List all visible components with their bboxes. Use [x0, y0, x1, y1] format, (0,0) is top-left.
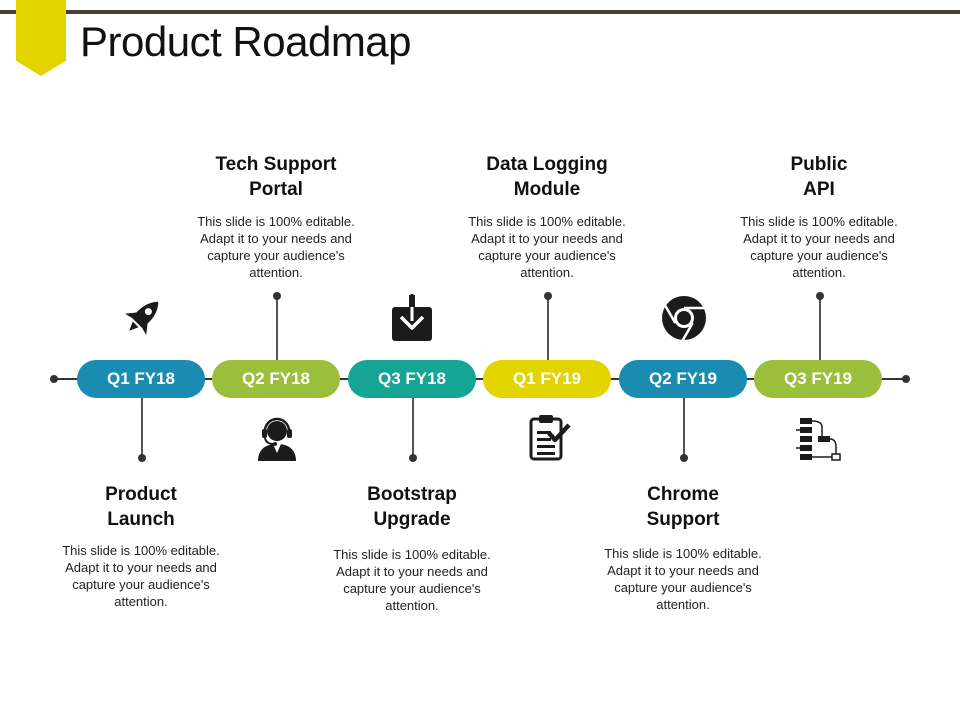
timeline-end-dot [902, 375, 910, 383]
connector-dot [544, 292, 552, 300]
connector-line [141, 398, 143, 458]
quarter-pill-q3-fy19: Q3 FY19 [754, 360, 882, 398]
download-tray-icon [387, 293, 437, 343]
milestone-description: This slide is 100% editable. Adapt it to… [62, 543, 220, 609]
milestone-heading-tech-support-portal: Tech Support Portal [215, 154, 337, 200]
milestone-heading-chrome-support: Chrome Support [646, 484, 720, 530]
milestone-description: This slide is 100% editable. Adapt it to… [197, 214, 355, 280]
milestone-heading-data-logging-module: Data Logging Module [486, 154, 608, 200]
connector-dot [680, 454, 688, 462]
quarter-pill-q2-fy19: Q2 FY19 [619, 360, 747, 398]
connector-line [412, 398, 414, 458]
milestone-heading-product-launch: Product Launch [105, 484, 177, 530]
milestone-description: This slide is 100% editable. Adapt it to… [333, 547, 491, 613]
clipboard-check-icon [523, 413, 573, 463]
timeline-axis [54, 378, 906, 380]
milestone-heading-bootstrap-upgrade: Bootstrap Upgrade [367, 484, 457, 530]
milestone-heading-public-api: Public API [790, 154, 848, 200]
page-title: Product Roadmap [80, 18, 412, 65]
connector-line [547, 297, 549, 360]
api-flow-icon [794, 413, 844, 463]
rocket-icon [117, 293, 167, 343]
connector-line [276, 297, 278, 360]
top-accent-bar [0, 10, 960, 14]
milestone-description: This slide is 100% editable. Adapt it to… [604, 546, 762, 612]
chrome-icon [659, 293, 709, 343]
timeline-start-dot [50, 375, 58, 383]
connector-line [683, 398, 685, 458]
connector-dot [138, 454, 146, 462]
connector-dot [816, 292, 824, 300]
connector-dot [409, 454, 417, 462]
quarter-pill-q1-fy18: Q1 FY18 [77, 360, 205, 398]
bookmark-ribbon [16, 0, 66, 76]
milestone-description: This slide is 100% editable. Adapt it to… [468, 214, 626, 280]
milestone-description: This slide is 100% editable. Adapt it to… [740, 214, 898, 280]
support-agent-icon [252, 413, 302, 463]
quarter-pill-q2-fy18: Q2 FY18 [212, 360, 340, 398]
connector-dot [273, 292, 281, 300]
connector-line [819, 297, 821, 360]
quarter-pill-q3-fy18: Q3 FY18 [348, 360, 476, 398]
quarter-pill-q1-fy19: Q1 FY19 [483, 360, 611, 398]
